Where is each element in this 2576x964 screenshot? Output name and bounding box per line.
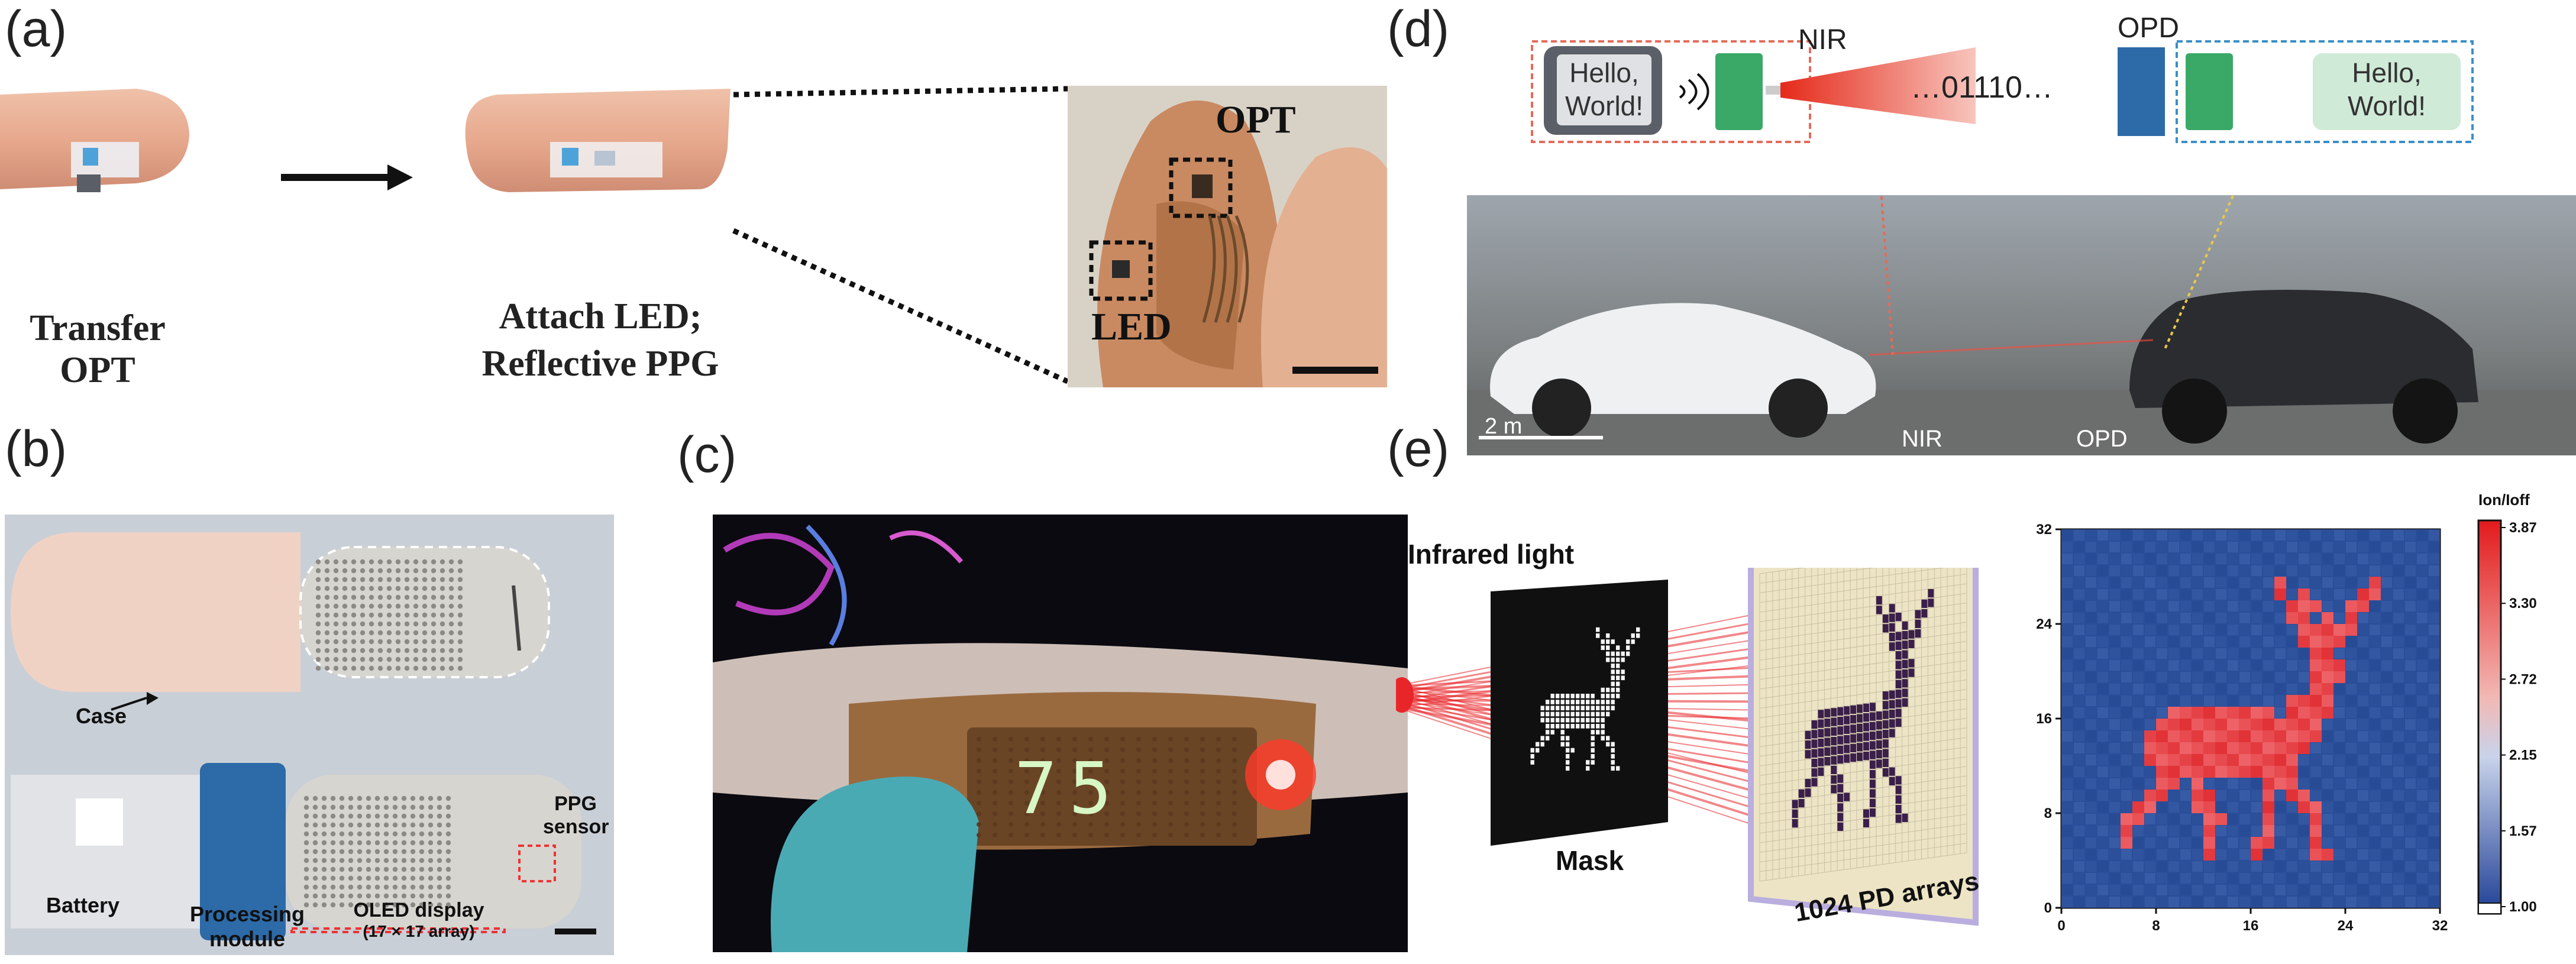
hello-world-phone: Hello, World!	[1557, 56, 1651, 122]
zoom-lines	[732, 86, 1069, 384]
wrist-display-photo: 75	[713, 515, 1408, 952]
signal-bits: …01110…	[1911, 70, 2053, 105]
inset-label-opt: OPT	[1216, 98, 1296, 141]
label-oled-line2: (17 × 17 array)	[363, 922, 475, 940]
hello-receiver-line1: Hello,	[2352, 57, 2422, 88]
x-tick-label: 16	[2243, 918, 2259, 934]
colorbar-title: Ion/Ioff	[2478, 491, 2530, 509]
colorbar-tick-label: 1.57	[2509, 823, 2537, 839]
finger-photo-transfer	[0, 89, 189, 192]
label-infrared: Infrared light	[1408, 539, 1575, 570]
panel-e-label: (e)	[1387, 420, 1450, 477]
label-processing-line1: Processing	[189, 902, 305, 926]
opd-label-bottom: OPD	[2076, 426, 2128, 452]
label-oled-line1: OLED display	[353, 899, 484, 921]
mask-deer-pattern	[1530, 627, 1640, 771]
inset-label-led: LED	[1091, 305, 1172, 348]
opd-label-top: OPD	[2118, 12, 2180, 44]
panel-a-label: (a)	[5, 1, 67, 57]
schematic	[1531, 40, 2474, 143]
heatmap-chart: 0 8 16 24 32 0 8 16 24 32 3.87 3.30 2.72 2.15 1.57 1.0…	[2036, 519, 2537, 934]
hello-phone-line2: World!	[1565, 90, 1644, 121]
label-ppg-line2: sensor	[543, 816, 609, 838]
colorbar-tick-label: 1.00	[2509, 899, 2537, 915]
hello-world-receiver: Hello, World!	[2313, 56, 2461, 122]
y-tick-label: 0	[2044, 900, 2052, 916]
inset-photo: OPT LED	[1068, 86, 1387, 387]
y-tick-label: 32	[2036, 522, 2052, 538]
x-tick-label: 32	[2432, 918, 2448, 934]
colorbar-tick-label: 3.30	[2509, 596, 2537, 612]
caption-attach-line1: Attach LED;	[499, 296, 702, 337]
panel-b-label: (b)	[5, 420, 67, 477]
device-photo: Case Battery Processing module OLED disp…	[5, 515, 614, 955]
hello-phone-line1: Hello,	[1569, 57, 1639, 88]
panel-d-label: (d)	[1387, 1, 1450, 57]
scale-bar-label: 2 m	[1485, 414, 1523, 439]
label-processing-line2: module	[209, 927, 285, 951]
colorbar-tick-label: 3.87	[2509, 520, 2537, 536]
label-mask: Mask	[1556, 845, 1624, 876]
y-tick-label: 24	[2036, 616, 2052, 632]
panel-c-label: (c)	[677, 426, 737, 483]
oled-grid-bottom	[303, 795, 451, 908]
y-tick-label: 16	[2036, 711, 2052, 727]
oled-pixel-display	[977, 737, 1237, 837]
street-photo: 2 m NIR OPD	[1467, 195, 2576, 455]
label-ppg-line1: PPG	[554, 792, 597, 815]
colorbar-tick-label: 2.72	[2509, 671, 2537, 687]
label-oled: OLED display (17 × 17 array)	[330, 899, 508, 941]
heatmap-cells	[2061, 529, 2440, 908]
colorbar: 3.87 3.30 2.72 2.15 1.57 1.00	[2477, 519, 2537, 915]
pd-deer-pattern	[1792, 589, 1934, 831]
oled-display-text: 75	[1014, 748, 1124, 830]
x-tick-label: 24	[2338, 918, 2354, 934]
nir-label-top: NIR	[1798, 24, 1847, 56]
y-tick-label: 8	[2044, 806, 2052, 821]
label-battery: Battery	[46, 893, 120, 917]
finger-photo-attach	[465, 89, 731, 192]
imaging-schematic	[1396, 568, 1979, 926]
label-case: Case	[76, 704, 127, 728]
oled-grid-top	[315, 559, 463, 671]
arrow-right-icon	[281, 164, 413, 190]
x-tick-label: 8	[2152, 918, 2160, 934]
label-processing: Processing module	[182, 902, 312, 952]
x-tick-label: 0	[2057, 918, 2065, 934]
caption-attach-line2: Reflective PPG	[481, 344, 719, 384]
nir-label-bottom: NIR	[1902, 426, 1942, 452]
label-ppg: PPG sensor	[543, 792, 609, 839]
hello-receiver-line2: World!	[2347, 90, 2426, 121]
colorbar-tick-label: 2.15	[2509, 748, 2537, 764]
caption-transfer-opt: Transfer OPT	[30, 308, 166, 390]
